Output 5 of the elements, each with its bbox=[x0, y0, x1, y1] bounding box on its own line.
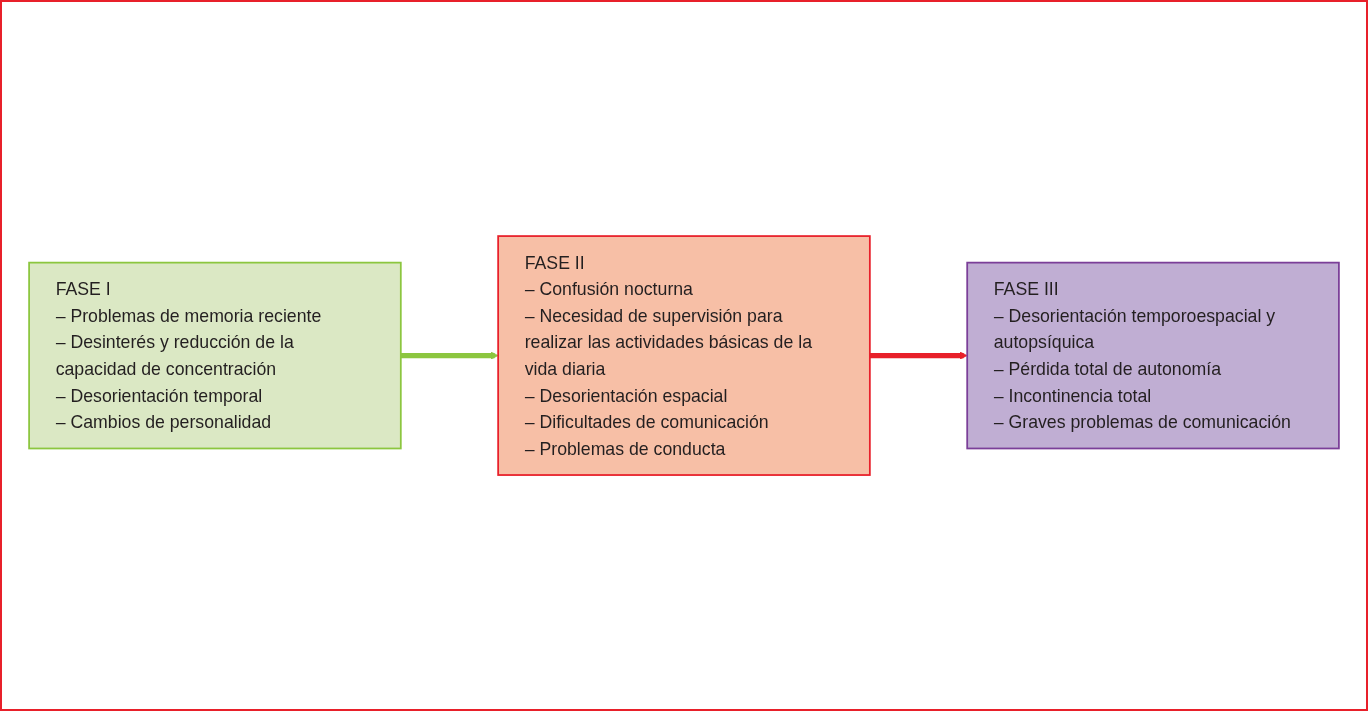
node-box: FASE III – Desorientación temporoespacial y autopsíquica – Pérdida total de autonomía – Incontinencia total – Graves problemas de comunicación bbox=[966, 261, 1340, 450]
arrow bbox=[400, 351, 499, 360]
node-box: FASE II – Confusión nocturna – Necesidad de supervisión para realizar las actividades básicas de la vida diaria – Desorientación espacial – Dificultades de comunicación – Problemas de conducta bbox=[497, 235, 871, 476]
node-box: FASE I – Problemas de memoria reciente – Desinterés y reducción de la capacidad de concentración – Desorientación temporal – Cambios de personalidad bbox=[28, 261, 402, 450]
arrow bbox=[869, 351, 968, 360]
